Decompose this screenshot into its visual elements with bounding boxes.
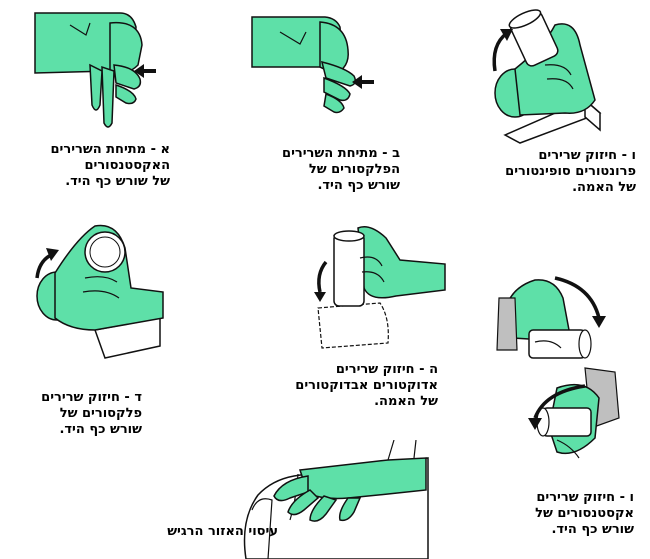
caption-b-line3: שורש כף היד.: [317, 178, 400, 193]
caption-c-line2: פרונטורים סופינטורים: [505, 164, 636, 179]
caption-e-line2: אדוקטורים אבדוקטורים: [295, 378, 438, 393]
illustration-d-flexor-strengthening: [35, 224, 164, 359]
caption-b: ב - מתיחת השרירים הפלקסורים של שורש כף ה…: [282, 146, 400, 194]
caption-a-line1: א - מתיחת השרירים: [50, 142, 170, 157]
caption-e-line3: של האמה.: [374, 394, 438, 409]
caption-e: ה - חיזוק שרירים אדוקטורים אבדוקטורים של…: [295, 362, 438, 410]
caption-f-line1: ו - חיזוק שרירים: [536, 490, 634, 505]
caption-b-line2: הפלקסורים של: [308, 162, 400, 177]
caption-c-line1: ו - חיזוק שרירים: [538, 148, 636, 163]
illustration-e-adductor-abductor: [314, 226, 446, 349]
curved-arrow-icon: [35, 248, 59, 279]
caption-d-line2: פלקסורים של: [59, 406, 142, 421]
curved-arrow-icon: [314, 260, 328, 302]
illustration-c-pronator-supinator: [492, 9, 602, 144]
caption-d: ד - חיזוק שרירים פלקסורים של שורש כף היד…: [41, 390, 142, 438]
illustration-f-extensor-strengthening: [496, 276, 620, 459]
caption-d-line1: ד - חיזוק שרירים: [41, 390, 142, 405]
caption-g: עיסוי האזור הרגיש: [167, 524, 278, 540]
curved-arrow-icon: [554, 276, 606, 328]
illustration-g-massage: [243, 440, 429, 559]
arrow-left-icon: [352, 75, 374, 89]
illustration-b-flexor-stretch: [251, 16, 374, 114]
caption-a-line2: האקסטנסורים: [84, 158, 170, 173]
caption-e-line1: ה - חיזוק שרירים: [335, 362, 438, 377]
caption-a: א - מתיחת השרירים האקסטנסורים של שורש כף…: [50, 142, 170, 190]
caption-c-line3: של האמה.: [572, 180, 636, 195]
caption-f: ו - חיזוק שרירים אקסטנסורים של שורש כף ה…: [535, 490, 634, 538]
illustration-a-extensor-stretch: [34, 12, 156, 128]
caption-f-line3: שורש כף היד.: [551, 522, 634, 537]
caption-f-line2: אקסטנסורים של: [535, 506, 634, 521]
caption-g-line1: עיסוי האזור הרגיש: [167, 524, 278, 539]
curved-arrow-icon: [528, 384, 586, 430]
caption-c: ו - חיזוק שרירים פרונטורים סופינטורים של…: [505, 148, 636, 196]
caption-a-line3: של שורש כף היד.: [65, 174, 170, 189]
arrow-left-icon: [134, 64, 156, 78]
caption-b-line1: ב - מתיחת השרירים: [282, 146, 400, 161]
curved-arrow-icon: [492, 29, 513, 72]
caption-d-line3: שורש כף היד.: [59, 422, 142, 437]
